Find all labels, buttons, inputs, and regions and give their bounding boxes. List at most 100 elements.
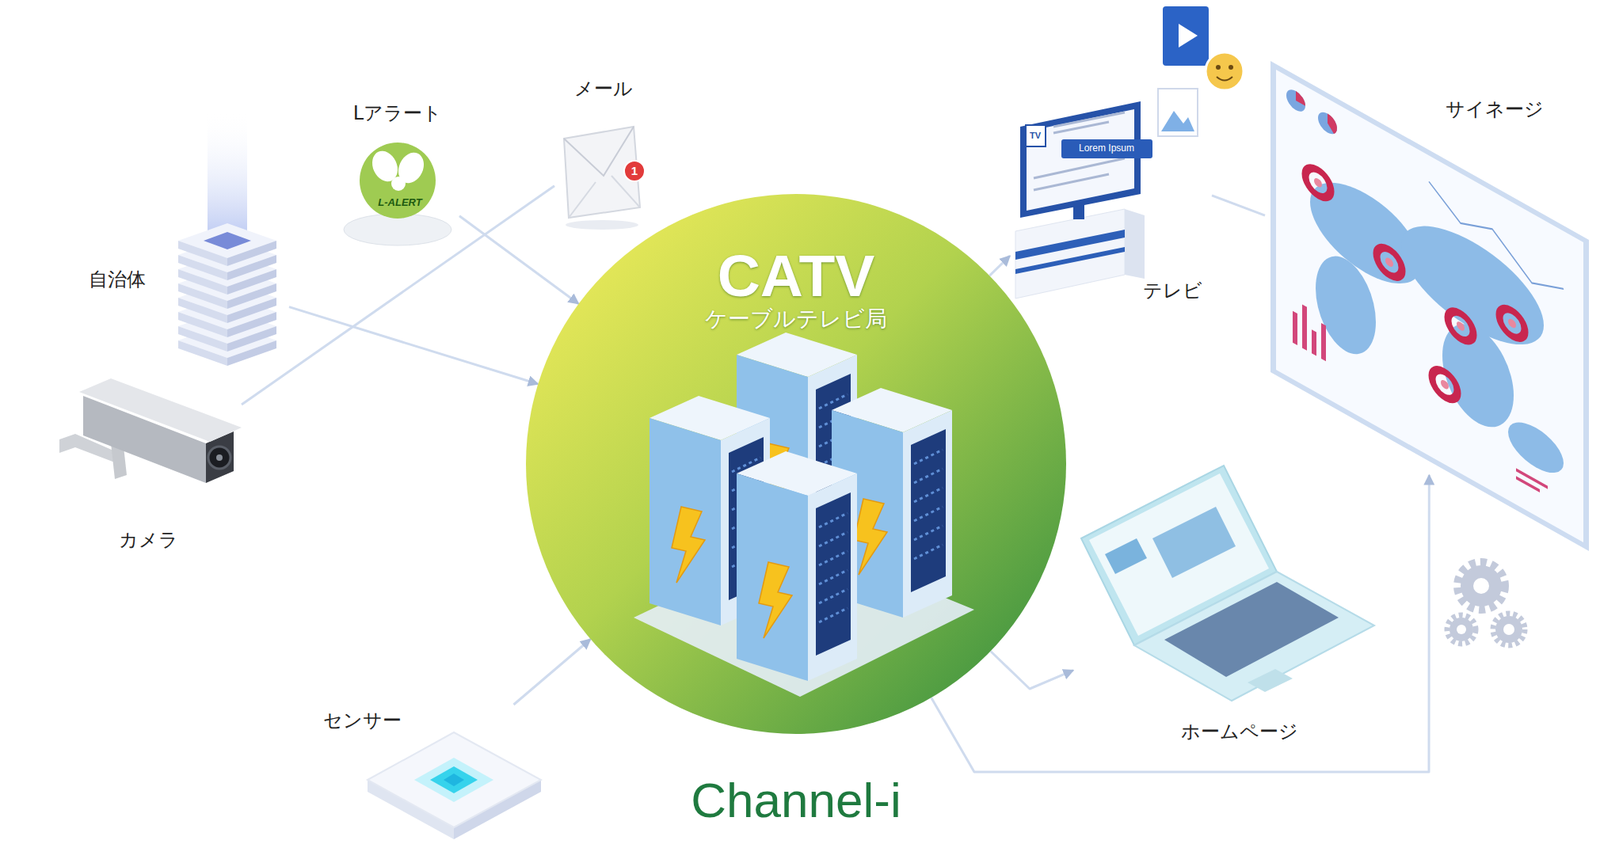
signage-board-part-part xyxy=(1432,365,1458,405)
signage-board-part-part xyxy=(1508,317,1517,331)
gear-icons-part xyxy=(1456,624,1467,635)
gear-icons-part xyxy=(1449,617,1474,642)
server-stack-icon-part xyxy=(203,232,252,250)
tv-icon-part xyxy=(1228,64,1234,70)
signage-node: サイネージ xyxy=(1264,79,1594,476)
node-label: サイネージ xyxy=(1445,99,1544,122)
catv-title: CATV xyxy=(717,241,876,310)
sensor-icon-part xyxy=(367,732,541,828)
tv-icon-part xyxy=(1015,229,1125,260)
catv-subtitle: ケーブルテレビ局 xyxy=(704,306,888,332)
signage-board-part-part xyxy=(1385,255,1394,269)
signage-board-part xyxy=(1314,176,1517,429)
node-label: カメラ xyxy=(118,529,179,553)
data-flow-line xyxy=(459,216,579,305)
signage-board-part xyxy=(1310,150,1564,484)
signage-board-part xyxy=(1318,108,1338,138)
mail-node: メール xyxy=(554,71,662,226)
laptop-icon-part xyxy=(1152,506,1236,579)
node-label: テレビ xyxy=(1142,280,1203,303)
brand-logo: Channel-i xyxy=(690,772,901,829)
logo-text: L-ALERT xyxy=(377,197,422,210)
data-flow-line xyxy=(241,186,555,405)
sensor-node: センサー xyxy=(308,704,547,852)
data-flow-line xyxy=(513,639,591,705)
mail-icon-part xyxy=(568,175,640,218)
tv-node: テレビ xyxy=(1009,3,1212,313)
signage-board-part-part xyxy=(1447,306,1474,347)
node-label: ホームページ xyxy=(1180,721,1299,744)
laptop-icon-part xyxy=(1134,571,1375,701)
signage-board-part-part xyxy=(1401,201,1544,370)
tv-icon-part xyxy=(1015,247,1125,275)
mail-icon xyxy=(563,126,645,230)
tv-icon-part xyxy=(1216,76,1233,81)
tv-icon-part xyxy=(1026,109,1135,211)
signage-board-part xyxy=(1292,299,1548,498)
sensor-icon-part xyxy=(414,758,494,803)
signage-board-part xyxy=(1270,60,1589,552)
tv-icon-part xyxy=(1015,209,1125,299)
tv-icon-part xyxy=(1162,6,1209,66)
signage-board-part xyxy=(1428,181,1564,301)
signage-board-part-part xyxy=(1376,242,1402,282)
node-label: 自治体 xyxy=(88,269,146,292)
node-label: メール xyxy=(574,78,633,101)
camera-icon-part xyxy=(79,378,242,442)
tv-icon-part xyxy=(1061,139,1153,159)
badge-number: 1 xyxy=(631,163,638,178)
gear-icons-part xyxy=(1473,578,1490,595)
laptop-icon-part xyxy=(1164,582,1339,678)
tv-icon-part xyxy=(1124,209,1145,279)
camera-icon-part xyxy=(216,454,223,461)
screen-title: Lorem Ipsum xyxy=(1078,143,1135,155)
tv-icon-part xyxy=(1158,88,1198,137)
signage-board-part-part xyxy=(1314,176,1322,190)
gear-icons-part xyxy=(1503,624,1515,636)
camera-icon-part xyxy=(208,446,231,469)
l-alert-logo-part xyxy=(359,142,436,219)
laptop-icon-part xyxy=(1247,669,1293,693)
tv-icon-part xyxy=(1178,23,1198,48)
camera-node: カメラ xyxy=(51,380,242,563)
station-circle xyxy=(525,194,1067,735)
gear-icons-part xyxy=(1493,613,1525,646)
signage-board-part xyxy=(1286,85,1306,115)
sensor-icon-part xyxy=(430,766,478,794)
signage-board-part xyxy=(1295,91,1306,107)
signage-board-part xyxy=(1305,163,1525,443)
node-label: Lアラート xyxy=(353,102,442,126)
municipality-node: 自治体 xyxy=(71,190,290,357)
sensor-icon-part xyxy=(443,773,465,787)
server-stack-icon xyxy=(178,110,277,366)
laptop-icon-part xyxy=(1104,538,1147,575)
sensor-icon xyxy=(367,732,541,840)
tv-icon-part xyxy=(1161,110,1195,132)
tv-icon xyxy=(1015,6,1244,299)
laptop-icon xyxy=(1081,465,1375,701)
signage-board xyxy=(1270,60,1589,552)
tv-icon-part xyxy=(1020,101,1141,218)
server-stack-icon-part xyxy=(207,110,248,238)
tv-icon-part xyxy=(1025,125,1046,147)
server-stack-icon-part xyxy=(178,223,277,267)
mail-icon-part xyxy=(563,126,634,176)
signage-board-part-part xyxy=(1499,303,1525,343)
signage-board-part-part xyxy=(1305,163,1331,203)
signage-board-part-part xyxy=(1302,304,1307,351)
signage-board-part-part xyxy=(1292,311,1298,346)
tv-icon-part xyxy=(1205,52,1244,91)
signage-board-part-part xyxy=(1315,242,1376,369)
mail-icon-part xyxy=(565,220,639,230)
l-alert-logo xyxy=(343,142,452,246)
signage-board-part-part xyxy=(1456,320,1465,333)
signage-board-part xyxy=(1276,69,1584,543)
homepage-node: ホームページ xyxy=(1073,459,1379,753)
server-racks-part xyxy=(736,451,858,682)
signage-board-part-part xyxy=(1321,323,1326,362)
gear-icons xyxy=(1447,562,1525,646)
catv-station-circle: CATVケーブルテレビ局 xyxy=(525,194,1067,735)
signage-board-part-part xyxy=(1311,329,1317,356)
